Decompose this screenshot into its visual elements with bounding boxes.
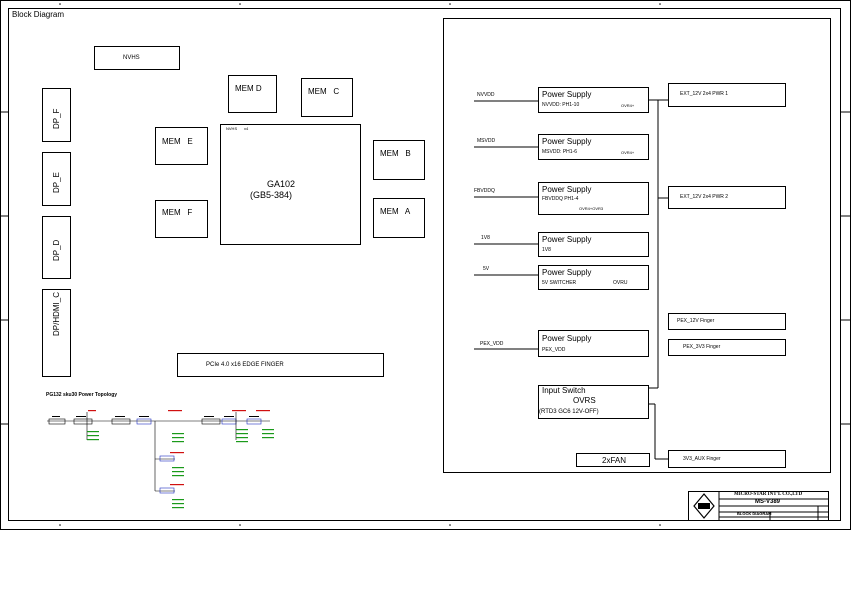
pex-3v3-finger-box: PEX_3V3 Finger — [668, 339, 786, 356]
mem-c-box: MEM C — [301, 78, 353, 117]
input-switch-note: (RTD3 GC6 12V-OFF) — [539, 409, 599, 415]
net-label-1v8: 1V8 — [481, 235, 490, 241]
power-supply-1v8: Power Supply 1V8 — [538, 232, 649, 257]
pex-3v3-finger-label: PEX_3V3 Finger — [683, 344, 721, 350]
input-switch-name: OVRS — [573, 396, 596, 405]
power-topology-labels — [52, 410, 274, 509]
net-label-pex-vdd: PEX_VDD — [480, 341, 504, 347]
ps-msvdd-sub: MSVDD: PH1-6 — [542, 149, 578, 155]
port-dp-e-label: DP_E — [52, 172, 61, 193]
mem-c-label: MEM C — [308, 87, 340, 96]
net-label-fbvddq: FBVDDQ — [474, 188, 495, 194]
ext-12v-pwr1-box: EXT_12V 2x4 PWR 1 — [668, 83, 786, 107]
power-supply-5v: Power Supply 5V SWITCHER OVRU — [538, 265, 649, 290]
msi-logo-icon — [693, 493, 715, 519]
net-label-msvdd: MSVDD — [477, 138, 496, 144]
port-dp-e: DP_E — [42, 152, 71, 206]
gpu-x4-tag: x4 — [244, 126, 249, 131]
ps-fbvddq-extra: OVR4+OVR3 — [579, 206, 604, 211]
pcie-edge-finger-box: PCIe 4.0 x16 EDGE FINGER — [177, 353, 384, 377]
3v3-aux-finger-label: 3V3_AUX Finger — [683, 456, 721, 462]
mem-e-box: MEM E — [155, 127, 208, 165]
power-supply-pex-vdd: Power Supply PEX_VDD — [538, 330, 649, 357]
mem-f-label: MEM F — [162, 208, 193, 217]
pex-12v-finger-box: PEX_12V Finger — [668, 313, 786, 330]
ps-nvvdd-sub: NVVDD: PH1-10 — [542, 102, 580, 108]
gpu-box: NVHS x4 GA102 (GB5-384) — [220, 124, 361, 245]
ext-12v-pwr2-label: EXT_12V 2x4 PWR 2 — [680, 194, 729, 200]
ps-msvdd-extra: OVR4+ — [621, 150, 635, 155]
pcie-edge-finger-label: PCIe 4.0 x16 EDGE FINGER — [206, 362, 284, 368]
net-label-5v: 5V — [483, 266, 490, 272]
ps-5v-extra: OVRU — [613, 280, 628, 286]
ps-fbvddq-sub: FBVDDQ PH1-4 — [542, 196, 579, 202]
gpu-nvhs-tag: NVHS — [226, 126, 238, 131]
port-dp-f: DP_F — [42, 88, 71, 142]
fan-box: 2xFAN — [576, 453, 650, 467]
mem-b-label: MEM B — [380, 149, 411, 158]
nvhs-label: NVHS — [123, 55, 140, 61]
title-block-model: MS-V389 — [755, 499, 781, 505]
pex-12v-finger-label: PEX_12V Finger — [677, 318, 715, 324]
power-supply-msvdd: Power Supply MSVDD: PH1-6 OVR4+ — [538, 134, 649, 160]
ps-nvvdd-title: Power Supply — [542, 90, 592, 99]
input-switch-box: Input Switch OVRS (RTD3 GC6 12V-OFF) — [538, 385, 649, 419]
port-dp-d-label: DP_D — [52, 239, 61, 261]
ps-1v8-title: Power Supply — [542, 235, 592, 244]
net-label-nvvdd: NVVDD — [477, 92, 495, 98]
ps-fbvddq-title: Power Supply — [542, 185, 592, 194]
ps-pex-vdd-sub: PEX_VDD — [542, 347, 566, 353]
ext-12v-pwr2-box: EXT_12V 2x4 PWR 2 — [668, 186, 786, 209]
title-block-company: MICRO-STAR INT'L CO.,LTD — [734, 492, 803, 497]
sheet-title: Block Diagram — [12, 10, 65, 19]
power-supply-fbvddq: Power Supply FBVDDQ PH1-4 OVR4+OVR3 — [538, 182, 649, 215]
ps-pex-vdd-title: Power Supply — [542, 334, 592, 343]
mem-f-box: MEM F — [155, 200, 208, 238]
power-topology-title: PG132 sku30 Power Topology — [46, 392, 118, 398]
port-dp-d: DP_D — [42, 216, 71, 279]
port-dp-hdmi-c-label: DP/HDMI_C — [52, 291, 61, 336]
ps-1v8-sub: 1V8 — [542, 247, 551, 253]
power-supply-nvvdd: Power Supply NVVDD: PH1-10 OVR4+ — [538, 87, 649, 113]
3v3-aux-finger-box: 3V3_AUX Finger — [668, 450, 786, 468]
ps-5v-title: Power Supply — [542, 268, 592, 277]
ext-12v-pwr1-label: EXT_12V 2x4 PWR 1 — [680, 91, 729, 97]
nvhs-box: NVHS — [94, 46, 180, 70]
mem-d-label: MEM D — [235, 84, 262, 93]
fan-label: 2xFAN — [602, 456, 627, 465]
ps-nvvdd-extra: OVR4+ — [621, 103, 635, 108]
mem-e-label: MEM E — [162, 137, 193, 146]
mem-a-box: MEM A — [373, 198, 425, 238]
power-topology-schematic — [47, 412, 270, 494]
gpu-chip-variant: (GB5-384) — [250, 190, 293, 200]
input-switch-title: Input Switch — [542, 386, 586, 395]
gpu-chip-name: GA102 — [267, 179, 296, 189]
port-dp-hdmi-c: DP/HDMI_C — [42, 289, 71, 377]
mem-b-box: MEM B — [373, 140, 425, 180]
title-block-sheet-name: BLOCK DIAGRAM — [737, 511, 772, 516]
ps-msvdd-title: Power Supply — [542, 137, 592, 146]
port-dp-f-label: DP_F — [52, 108, 61, 129]
mem-a-label: MEM A — [380, 207, 411, 216]
ps-5v-sub: 5V SWITCHER — [542, 280, 577, 286]
mem-d-box: MEM D — [228, 75, 277, 113]
